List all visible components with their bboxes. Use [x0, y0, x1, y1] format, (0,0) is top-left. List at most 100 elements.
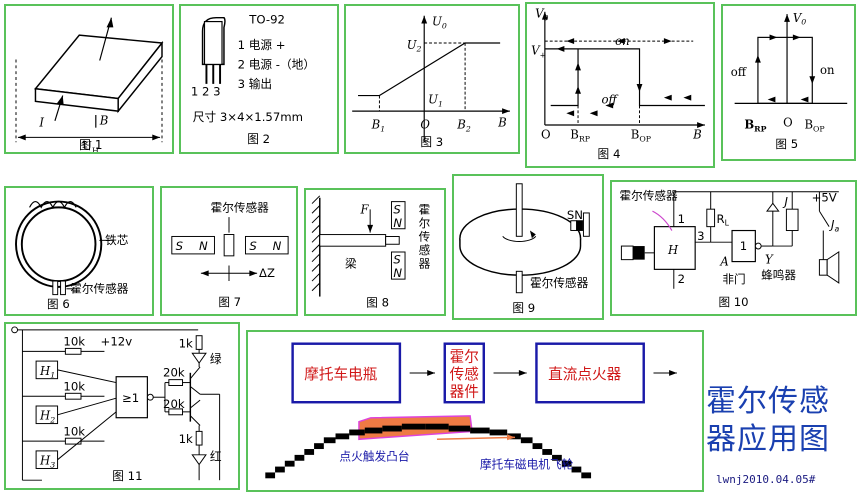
figure-5-caption: 图 5 — [775, 137, 798, 151]
svg-text:N: N — [393, 266, 402, 280]
u1-label: U1 — [428, 92, 443, 108]
figure-5-switch: V0 off on BRP O BOP 图 5 — [721, 4, 856, 161]
figure-1-hall-plate: I B UH 图 1 — [4, 4, 174, 154]
svg-text:S: S — [176, 239, 184, 253]
on-label: on — [615, 34, 630, 48]
pin-numbers: 1 2 3 — [191, 85, 221, 99]
v12-label: +12v — [101, 334, 133, 348]
core-label: 铁芯 — [105, 233, 129, 247]
svg-text:尔: 尔 — [419, 216, 431, 230]
flywheel-label: 摩托车磁电机飞轮 — [480, 458, 574, 472]
svg-text:J: J — [782, 194, 788, 208]
origin-label: O — [783, 116, 793, 130]
pin-1: 1 电源 + — [238, 38, 286, 52]
diagram-title-line2: 器应用图 — [706, 422, 830, 457]
delta-z-label: ΔZ — [259, 266, 275, 280]
b1-label: B1 — [371, 118, 386, 134]
figure-7-caption: 图 7 — [218, 295, 241, 309]
figure-1-caption: 图 1 — [79, 138, 103, 152]
origin-label: O — [420, 118, 430, 132]
not-gate-label: 非门 — [722, 272, 745, 286]
svg-text:感: 感 — [419, 243, 431, 257]
svg-text:H: H — [667, 243, 679, 257]
svg-text:S: S — [393, 202, 400, 216]
figure-9-caption: 图 9 — [512, 301, 535, 315]
figure-10-caption: 图 10 — [718, 295, 748, 309]
figure-10-buzzer-circuit: 霍尔传感器 +5V H 1 3 2 RL 1 A Y 非门 蜂鸣器 J Ja 图… — [610, 180, 857, 316]
svg-text:20k: 20k — [163, 397, 185, 411]
y-axis-label: U0 — [432, 14, 447, 30]
package-size: 尺寸 3×4×1.57mm — [193, 110, 303, 124]
figure-7-displacement: S N S N 霍尔传感器 ΔZ 图 7 — [160, 186, 298, 316]
x-axis-label: B — [692, 128, 702, 142]
green-led-label: 绿 — [210, 352, 222, 366]
sensor-label: 霍尔传感器 — [211, 200, 270, 214]
y-axis-label: V0 — [793, 11, 806, 27]
svg-text:1k: 1k — [179, 432, 193, 446]
current-label: I — [38, 116, 44, 130]
cam-label: 点火触发凸台 — [339, 450, 409, 464]
figure-6-current-clamp: 铁芯 霍尔传感器 图 6 — [4, 186, 154, 316]
package-name: TO-92 — [248, 13, 285, 27]
svg-text:1: 1 — [740, 239, 747, 253]
svg-text:10k: 10k — [63, 424, 85, 438]
author-signature: lwnj2010.04.05# — [716, 473, 816, 486]
svg-text:N: N — [393, 216, 402, 230]
sensor-label: 霍尔传感器 — [530, 276, 589, 290]
figure-11-caption: 图 11 — [112, 469, 142, 483]
rl-label: RL — [717, 212, 730, 228]
h2-label: H2 — [39, 409, 55, 425]
figure-8-caption: 图 8 — [366, 295, 389, 309]
figure-2-to92-package: 1 2 3 TO-92 1 电源 + 2 电源 -（地） 3 输出 尺寸 3×4… — [179, 4, 339, 154]
svg-text:传: 传 — [419, 229, 431, 243]
svg-text:S: S — [249, 239, 257, 253]
hall-device-line1: 霍尔 — [450, 348, 479, 365]
figure-8-beam-force: S N S N F 梁 霍 尔 传 感 器 图 8 — [304, 188, 446, 316]
y-axis-label: V0 — [535, 7, 548, 23]
figure-6-caption: 图 6 — [47, 297, 70, 311]
force-label: F — [359, 202, 369, 216]
beam-label: 梁 — [345, 257, 357, 271]
buzzer-label: 蜂鸣器 — [761, 268, 796, 282]
motorcycle-ignition-panel: 摩托车电瓶 霍尔 传感 器件 直流点火器 点火触发凸台 摩托车磁电机飞轮 — [246, 330, 704, 492]
or-gate-label: ≥1 — [122, 391, 139, 405]
brp-label: BRP — [570, 128, 590, 144]
figure-9-rotating-disc: SN 霍尔传感器 图 9 — [452, 174, 604, 320]
svg-text:A: A — [719, 254, 728, 268]
figure-4-caption: 图 4 — [598, 147, 621, 161]
battery-label: 摩托车电瓶 — [304, 365, 377, 383]
vcc-label: +5V — [812, 190, 837, 204]
svg-text:10k: 10k — [63, 334, 85, 348]
sensor-label: 霍尔传感器 — [70, 282, 129, 296]
svg-text:1k: 1k — [179, 336, 193, 350]
brp-label: BRP — [744, 118, 766, 134]
ja-label: Ja — [829, 218, 839, 234]
on-label: on — [820, 63, 835, 77]
sn-label: SN — [567, 208, 583, 222]
svg-text:N: N — [273, 239, 282, 253]
bop-label: BOP — [805, 118, 825, 134]
u2-label: U2 — [407, 38, 422, 54]
svg-text:10k: 10k — [63, 379, 85, 393]
diagram-title-line1: 霍尔传感 — [706, 384, 830, 419]
off-label: off — [731, 65, 747, 79]
v-plus-label: V+ — [531, 44, 546, 60]
x-axis-label: B — [497, 116, 507, 130]
h3-label: H3 — [39, 454, 55, 470]
bop-label: BOP — [631, 128, 651, 144]
svg-text:N: N — [199, 239, 208, 253]
svg-text:1: 1 — [678, 212, 685, 226]
off-label: off — [601, 93, 618, 107]
field-label: B — [99, 114, 109, 128]
svg-text:S: S — [393, 253, 400, 267]
h1-label: H1 — [39, 364, 55, 380]
svg-text:2: 2 — [678, 272, 685, 286]
hall-voltage-label: UH — [82, 139, 99, 152]
svg-text:3: 3 — [697, 229, 704, 243]
pin-3: 3 输出 — [238, 77, 272, 91]
sensor-label: 霍尔传感器 — [619, 188, 678, 202]
figure-2-caption: 图 2 — [247, 132, 270, 146]
origin-label: O — [541, 128, 551, 142]
b2-label: B2 — [456, 118, 471, 134]
figure-3-linear-output: U0 U2 U1 B1 O B2 B 图 3 — [344, 4, 520, 154]
